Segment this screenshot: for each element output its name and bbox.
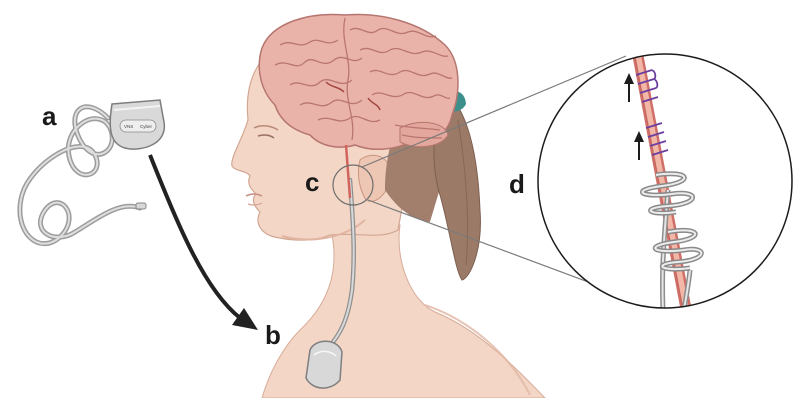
- label-d: d: [509, 169, 525, 199]
- curved-arrow: [150, 155, 258, 330]
- device-brand-right: Cyber: [140, 124, 153, 129]
- implanted-generator: [306, 341, 342, 388]
- label-c: c: [305, 167, 319, 197]
- label-a: a: [42, 101, 57, 131]
- label-b: b: [265, 320, 281, 350]
- magnified-inset: [538, 40, 792, 330]
- neck-shoulder: [262, 225, 545, 398]
- lead-connector: [136, 203, 146, 209]
- device-brand-left: VNS: [124, 124, 133, 129]
